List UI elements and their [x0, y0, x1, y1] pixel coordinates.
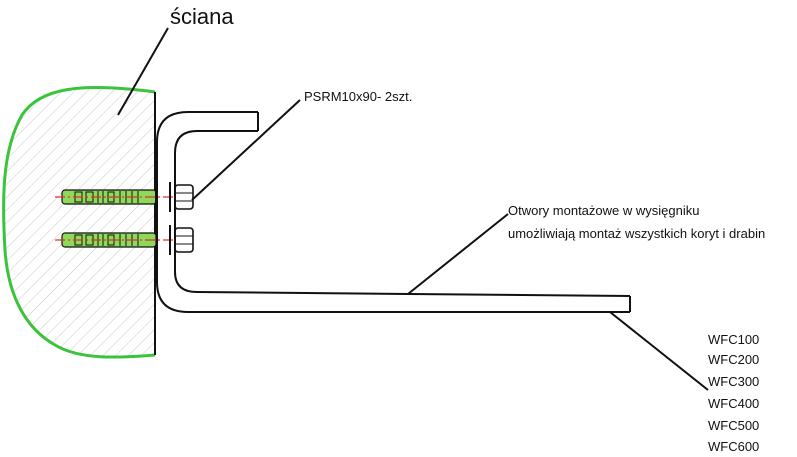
leader-holes	[407, 213, 509, 295]
leader-lines	[117, 27, 709, 391]
anchor-bolt-upper	[55, 182, 194, 212]
bracket-inner-edge	[174, 130, 631, 297]
wall-section	[2, 85, 156, 359]
anchor-label: PSRM10x90- 2szt.	[304, 89, 412, 104]
model-item: WFC500	[708, 418, 759, 433]
leader-models	[609, 311, 709, 391]
model-item: WFC100	[708, 332, 759, 347]
model-item: WFC400	[708, 396, 759, 411]
model-item: WFC300	[708, 374, 759, 389]
model-item: WFC200	[708, 352, 759, 367]
bolt-nut	[174, 227, 194, 253]
leader-anchor	[191, 99, 301, 201]
wall-hatch	[3, 87, 156, 358]
holes-label-line1: Otwory montażowe w wysięgniku	[508, 203, 699, 218]
bracket-profile	[156, 111, 631, 313]
leader-wall	[117, 27, 169, 116]
bracket-outer-edge	[156, 111, 630, 313]
holes-label-line2: umożliwiają montaż wszystkich koryt i dr…	[508, 226, 765, 241]
model-item: WFC600	[708, 439, 759, 454]
wall-outline	[2, 85, 156, 359]
bolt-thread-marks	[74, 191, 139, 203]
model-list: WFC100 WFC200 WFC300 WFC400 WFC500 WFC60…	[708, 332, 759, 454]
wall-label: ściana	[170, 4, 234, 29]
anchor-bolt-lower	[55, 225, 194, 255]
bolt-nut	[174, 184, 194, 210]
